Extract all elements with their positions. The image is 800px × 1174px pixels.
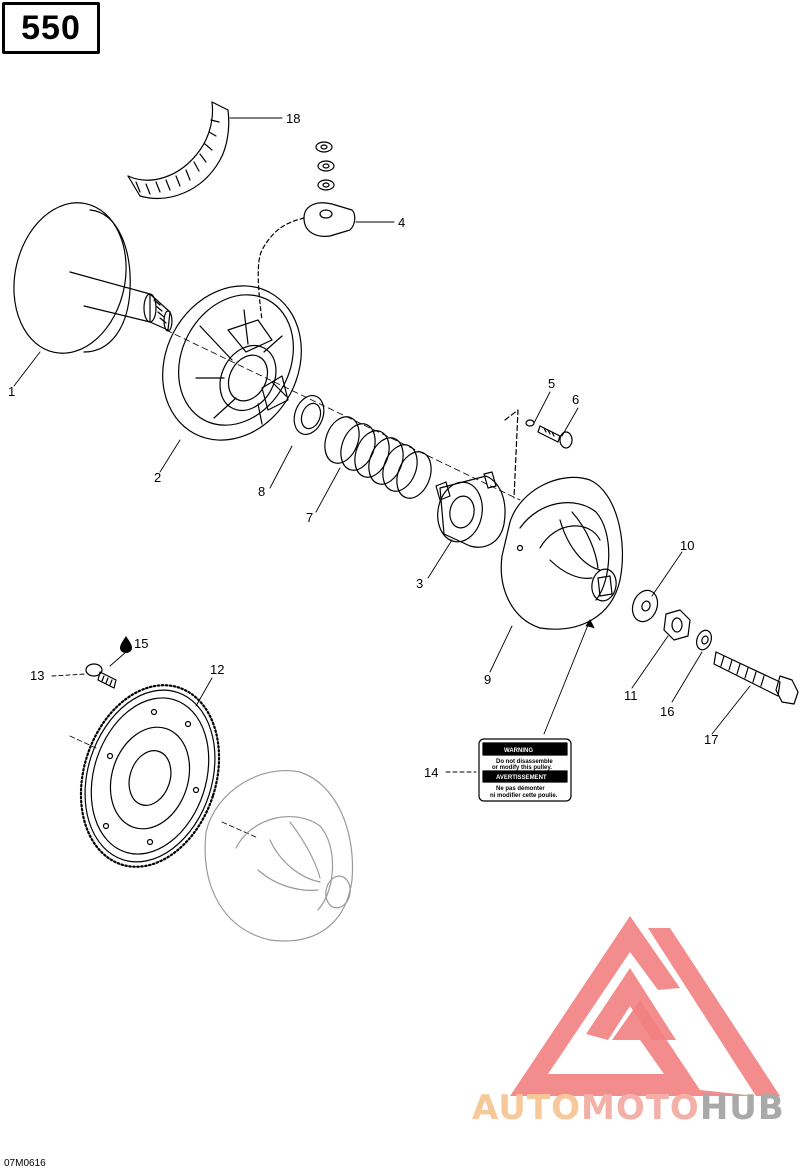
brand-logo-mark	[510, 916, 780, 1096]
compression-spring	[324, 416, 432, 499]
brand-part-hub: HUB	[699, 1088, 785, 1128]
fixed-sheave	[13, 202, 173, 354]
hex-bolt	[713, 651, 799, 705]
callout-17: 17	[704, 732, 718, 747]
callout-11: 11	[624, 688, 638, 703]
brand-part-moto: MOTO	[580, 1088, 700, 1128]
ring-gear	[69, 684, 259, 868]
callout-8: 8	[258, 484, 265, 499]
warning-text-en-2: or modify this pulley.	[492, 765, 552, 771]
drawing-reference: 07M0616	[4, 1158, 46, 1169]
hex-nut	[663, 609, 691, 641]
callout-3: 3	[416, 576, 423, 591]
callout-9: 9	[484, 672, 491, 687]
drive-belt	[127, 101, 230, 199]
callout-1: 1	[8, 384, 15, 399]
leader-lines	[13, 117, 751, 773]
callout-10: 10	[680, 538, 694, 553]
warning-title-en: WARNING	[504, 748, 533, 754]
brand-wordmark: AUTOMOTOHUB	[472, 1088, 785, 1128]
thrust-washer	[293, 395, 325, 435]
sheave-cover	[500, 476, 624, 630]
callout-7: 7	[306, 510, 313, 525]
movable-sheave	[162, 285, 302, 441]
callout-16: 16	[660, 704, 674, 719]
lock-washer	[695, 629, 713, 651]
warning-text-fr-1: Ne pas démonter	[496, 786, 545, 792]
callout-6: 6	[572, 392, 579, 407]
washers-stack	[315, 141, 335, 191]
screw-assembly	[525, 419, 573, 449]
page-number-badge: 550	[2, 2, 100, 54]
callout-2: 2	[154, 470, 161, 485]
page-number: 550	[21, 8, 81, 47]
callout-5: 5	[548, 376, 555, 391]
flat-washer	[631, 589, 659, 623]
cam-hub	[435, 409, 519, 548]
warning-text-fr-2: ni modifier cette poulie.	[490, 793, 558, 799]
warning-title-fr: AVERTISSEMENT	[496, 775, 547, 781]
small-bolt	[85, 663, 117, 689]
callout-14: 14	[424, 765, 438, 780]
reference-cover-ghost	[204, 770, 354, 942]
callout-13: 13	[30, 668, 44, 683]
callout-4: 4	[398, 215, 405, 230]
drop-icon	[120, 636, 132, 653]
callout-15: 15	[134, 636, 148, 651]
callout-12: 12	[210, 662, 224, 677]
callout-18: 18	[286, 111, 300, 126]
warning-text-en-1: Do not disassemble	[496, 759, 553, 765]
warning-label	[478, 738, 572, 802]
brand-part-auto: AUTO	[472, 1088, 581, 1128]
